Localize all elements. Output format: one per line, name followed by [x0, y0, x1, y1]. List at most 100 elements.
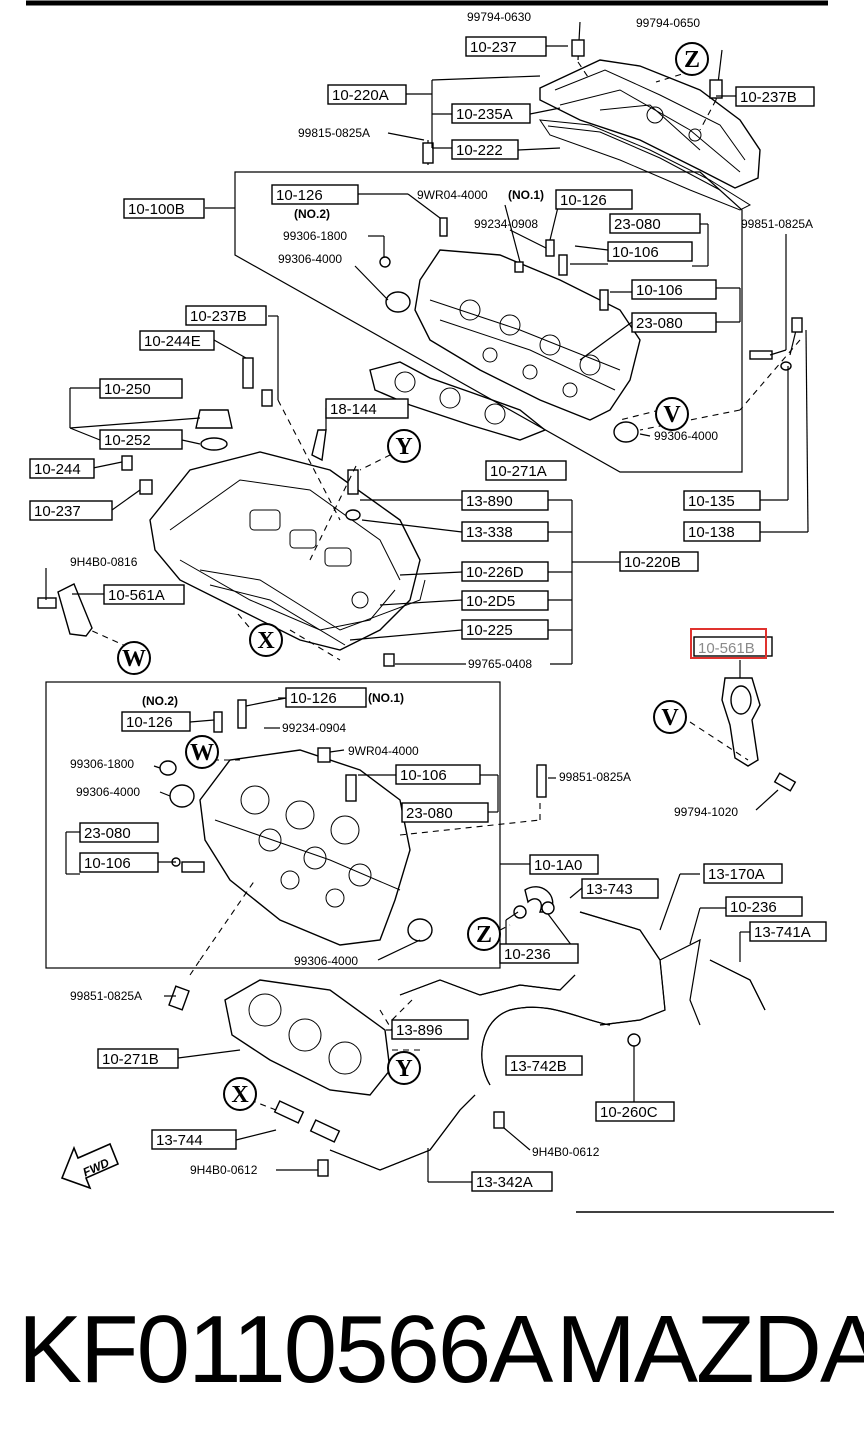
label-10-235A: 10-235A	[456, 106, 513, 123]
bracket-10-561A-illustration	[37, 583, 93, 637]
label-10-236-left: 10-236	[504, 946, 551, 963]
label-10-226D: 10-226D	[466, 564, 524, 581]
label-10-126-top: 10-126	[560, 192, 607, 209]
label-10-106-top: 10-106	[612, 244, 659, 261]
callout-y-low: Y	[395, 1056, 412, 1082]
pn-no2-lower: (NO.2)	[142, 694, 178, 708]
callout-v-mid: V	[661, 705, 679, 731]
label-10-244: 10-244	[34, 461, 81, 478]
label-10-135: 10-135	[688, 493, 735, 510]
front-head-cover-illustration	[121, 357, 426, 667]
label-10-236-right: 10-236	[730, 899, 777, 916]
pn-99851-0825A-bottom: 99851-0825A	[70, 989, 142, 1003]
label-10-260C: 10-260C	[600, 1104, 658, 1121]
pn-99765-0408: 99765-0408	[468, 657, 532, 671]
label-10-225: 10-225	[466, 622, 513, 639]
label-10-138: 10-138	[688, 524, 735, 541]
label-10-106-mid: 10-106	[636, 282, 683, 299]
pn-99234-0904: 99234-0904	[282, 721, 346, 735]
label-10-561B: 10-561B	[698, 640, 755, 657]
label-10-2D5: 10-2D5	[466, 593, 515, 610]
label-23-080-lower-right: 23-080	[406, 805, 453, 822]
label-10-250: 10-250	[104, 381, 151, 398]
label-10-126-no2-lower: 10-126	[126, 714, 173, 731]
pn-9H4B0-0612-left: 9H4B0-0612	[190, 1163, 258, 1177]
pn-99306-1800-top: 99306-1800	[283, 229, 347, 243]
pn-no1-lower: (NO.1)	[368, 691, 404, 705]
callout-z-top: Z	[684, 47, 700, 73]
pn-no2-top: (NO.2)	[294, 207, 330, 221]
label-23-080-lower-left: 23-080	[84, 825, 131, 842]
callout-circles: Z V Y X W V W Z Y X	[117, 42, 709, 1111]
label-10-220A: 10-220A	[332, 87, 389, 104]
leader-lines	[45, 45, 809, 1183]
bracket-10-561B-illustration	[721, 677, 797, 792]
label-10-106-lower-left: 10-106	[84, 855, 131, 872]
label-10-126-no2: 10-126	[276, 187, 323, 204]
label-10-222: 10-222	[456, 142, 503, 159]
parts-diagram: 10-237 10-220A 10-235A 10-222 10-237B 10…	[26, 0, 834, 1213]
bolt-icon	[422, 21, 723, 165]
pn-99306-4000-bottom: 99306-4000	[294, 954, 358, 968]
label-13-342A: 13-342A	[476, 1174, 533, 1191]
pn-99794-0650: 99794-0650	[636, 16, 700, 30]
bracket-10-100B	[234, 171, 743, 473]
label-18-144: 18-144	[330, 401, 377, 418]
label-10-252: 10-252	[104, 432, 151, 449]
label-23-080-top: 23-080	[614, 216, 661, 233]
pn-9H4B0-0816: 9H4B0-0816	[70, 555, 138, 569]
label-10-100B: 10-100B	[128, 201, 185, 218]
pn-9H4B0-0612-right: 9H4B0-0612	[532, 1145, 600, 1159]
callout-w-inner: W	[190, 740, 214, 766]
label-10-237B-top: 10-237B	[740, 89, 797, 106]
label-10-237: 10-237	[470, 39, 517, 56]
label-23-080-mid: 23-080	[636, 315, 683, 332]
callout-w-left: W	[122, 646, 146, 672]
footer-part-number: KF0110566A	[18, 1296, 553, 1403]
coolant-hoses-illustration	[273, 886, 766, 1177]
pn-99306-4000-lower: 99306-4000	[76, 785, 140, 799]
label-13-896: 13-896	[396, 1022, 443, 1039]
label-10-220B: 10-220B	[624, 554, 681, 571]
label-13-742B: 13-742B	[510, 1058, 567, 1075]
label-10-1A0: 10-1A0	[534, 857, 582, 874]
label-13-743: 13-743	[586, 881, 633, 898]
label-13-338: 13-338	[466, 524, 513, 541]
pn-no1-top: (NO.1)	[508, 188, 544, 202]
label-10-244E: 10-244E	[144, 333, 201, 350]
cylinder-head-cover-illustration	[538, 59, 761, 211]
label-10-561A: 10-561A	[108, 587, 165, 604]
label-13-741A: 13-741A	[754, 924, 811, 941]
fwd-arrow-icon: FWD	[60, 1142, 120, 1190]
callout-x-mid: X	[257, 628, 275, 654]
pn-99794-1020: 99794-1020	[674, 805, 738, 819]
label-10-271B: 10-271B	[102, 1051, 159, 1068]
pn-99234-0908: 99234-0908	[474, 217, 538, 231]
label-10-237B-left: 10-237B	[190, 308, 247, 325]
label-10-237-left: 10-237	[34, 503, 81, 520]
pn-99851-0825A-mid: 99851-0825A	[559, 770, 631, 784]
callout-v-right: V	[663, 402, 681, 428]
label-10-106-lower: 10-106	[400, 767, 447, 784]
front-cylinder-head-frame	[45, 681, 501, 969]
rear-cylinder-head-illustration	[369, 249, 641, 443]
callout-z-low: Z	[476, 922, 492, 948]
footer: KF0110566A MAZDA	[0, 1290, 864, 1410]
footer-brand: MAZDA	[556, 1296, 864, 1403]
label-10-126-no1: 10-126	[290, 690, 337, 707]
pn-99306-4000-top: 99306-4000	[278, 252, 342, 266]
callout-y-mid: Y	[395, 434, 412, 460]
pn-99306-4000-right: 99306-4000	[654, 429, 718, 443]
callout-x-low: X	[231, 1082, 249, 1108]
highlight-box	[690, 628, 767, 659]
label-13-890: 13-890	[466, 493, 513, 510]
pn-99851-0825A-top: 99851-0825A	[741, 217, 813, 231]
label-13-744: 13-744	[156, 1132, 203, 1149]
label-13-170A: 13-170A	[708, 866, 765, 883]
gasket-10-271B-illustration	[168, 979, 391, 1096]
label-10-271A: 10-271A	[490, 463, 547, 480]
label-boxes: 10-237 10-220A 10-235A 10-222 10-237B 10…	[29, 36, 827, 1192]
pn-99794-0630: 99794-0630	[467, 10, 531, 24]
pn-99815-0825A: 99815-0825A	[298, 126, 370, 140]
front-cylinder-head-illustration	[159, 699, 547, 946]
